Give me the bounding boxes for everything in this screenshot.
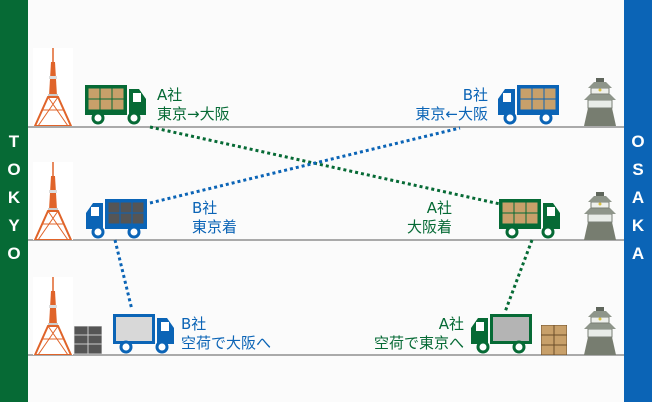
truck-b-arrived-icon <box>86 199 147 239</box>
truck-b-empty-icon <box>113 314 174 354</box>
company-a-name: A社 <box>426 199 452 217</box>
osaka-letter: A <box>631 188 645 207</box>
osaka-letter: S <box>632 160 644 179</box>
company-b-name: B社 <box>462 86 488 104</box>
cargo-stack-gray-icon <box>74 326 102 354</box>
truck-label-a-row2: A社 大阪着 <box>390 199 452 237</box>
osaka-castle-icon <box>584 307 616 355</box>
osaka-letter: A <box>631 244 645 263</box>
truck-label-b-row3: B社 空荷で大阪へ <box>181 315 271 353</box>
osaka-castle-icon <box>584 78 616 126</box>
tokyo-tower-icon <box>33 162 73 240</box>
osaka-label: O S A K A <box>624 128 652 268</box>
truck-label-a-row1: A社 東京→大阪 <box>157 86 230 124</box>
status-text: 大阪着 <box>406 218 452 236</box>
company-a-name: A社 <box>438 315 464 333</box>
tokyo-letter: O <box>7 160 21 179</box>
osaka-letter: K <box>631 216 645 235</box>
truck-label-a-row3: A社 空荷で東京へ <box>350 315 464 353</box>
truck-a-loaded-icon <box>85 85 146 125</box>
ground-line-row1 <box>28 126 624 128</box>
route-text: 東京←大阪 <box>415 105 488 123</box>
status-text: 空荷で大阪へ <box>181 334 272 352</box>
route-text: 東京→大阪 <box>157 105 230 123</box>
status-text: 空荷で東京へ <box>373 334 464 352</box>
company-b-name: B社 <box>181 315 207 333</box>
status-text: 東京着 <box>192 218 238 236</box>
tokyo-tower-icon <box>33 277 73 355</box>
route-a-return-dotted <box>503 239 534 313</box>
osaka-sidebar: O S A K A <box>624 0 652 402</box>
truck-a-arrived-icon <box>499 199 560 239</box>
route-b-dotted <box>149 126 461 205</box>
route-a-dotted <box>149 125 501 206</box>
ground-line-row2 <box>28 239 624 241</box>
tokyo-letter: K <box>7 188 21 207</box>
tokyo-sidebar: T O K Y O <box>0 0 28 402</box>
cargo-stack-brown-icon <box>541 325 567 355</box>
ground-line-row3 <box>28 354 624 356</box>
osaka-letter: O <box>631 132 645 151</box>
tokyo-label: T O K Y O <box>0 128 28 268</box>
truck-label-b-row2: B社 東京着 <box>192 199 237 237</box>
route-b-return-dotted <box>113 239 134 311</box>
truck-b-loaded-icon <box>498 85 559 125</box>
tokyo-tower-icon <box>33 48 73 126</box>
company-b-name: B社 <box>192 199 218 217</box>
tokyo-letter: O <box>7 244 21 263</box>
tokyo-letter: Y <box>8 216 20 235</box>
truck-a-empty-icon <box>471 314 532 354</box>
tokyo-letter: T <box>8 132 20 151</box>
osaka-castle-icon <box>584 192 616 240</box>
company-a-name: A社 <box>157 86 183 104</box>
truck-label-b-row1: B社 東京←大阪 <box>392 86 488 124</box>
